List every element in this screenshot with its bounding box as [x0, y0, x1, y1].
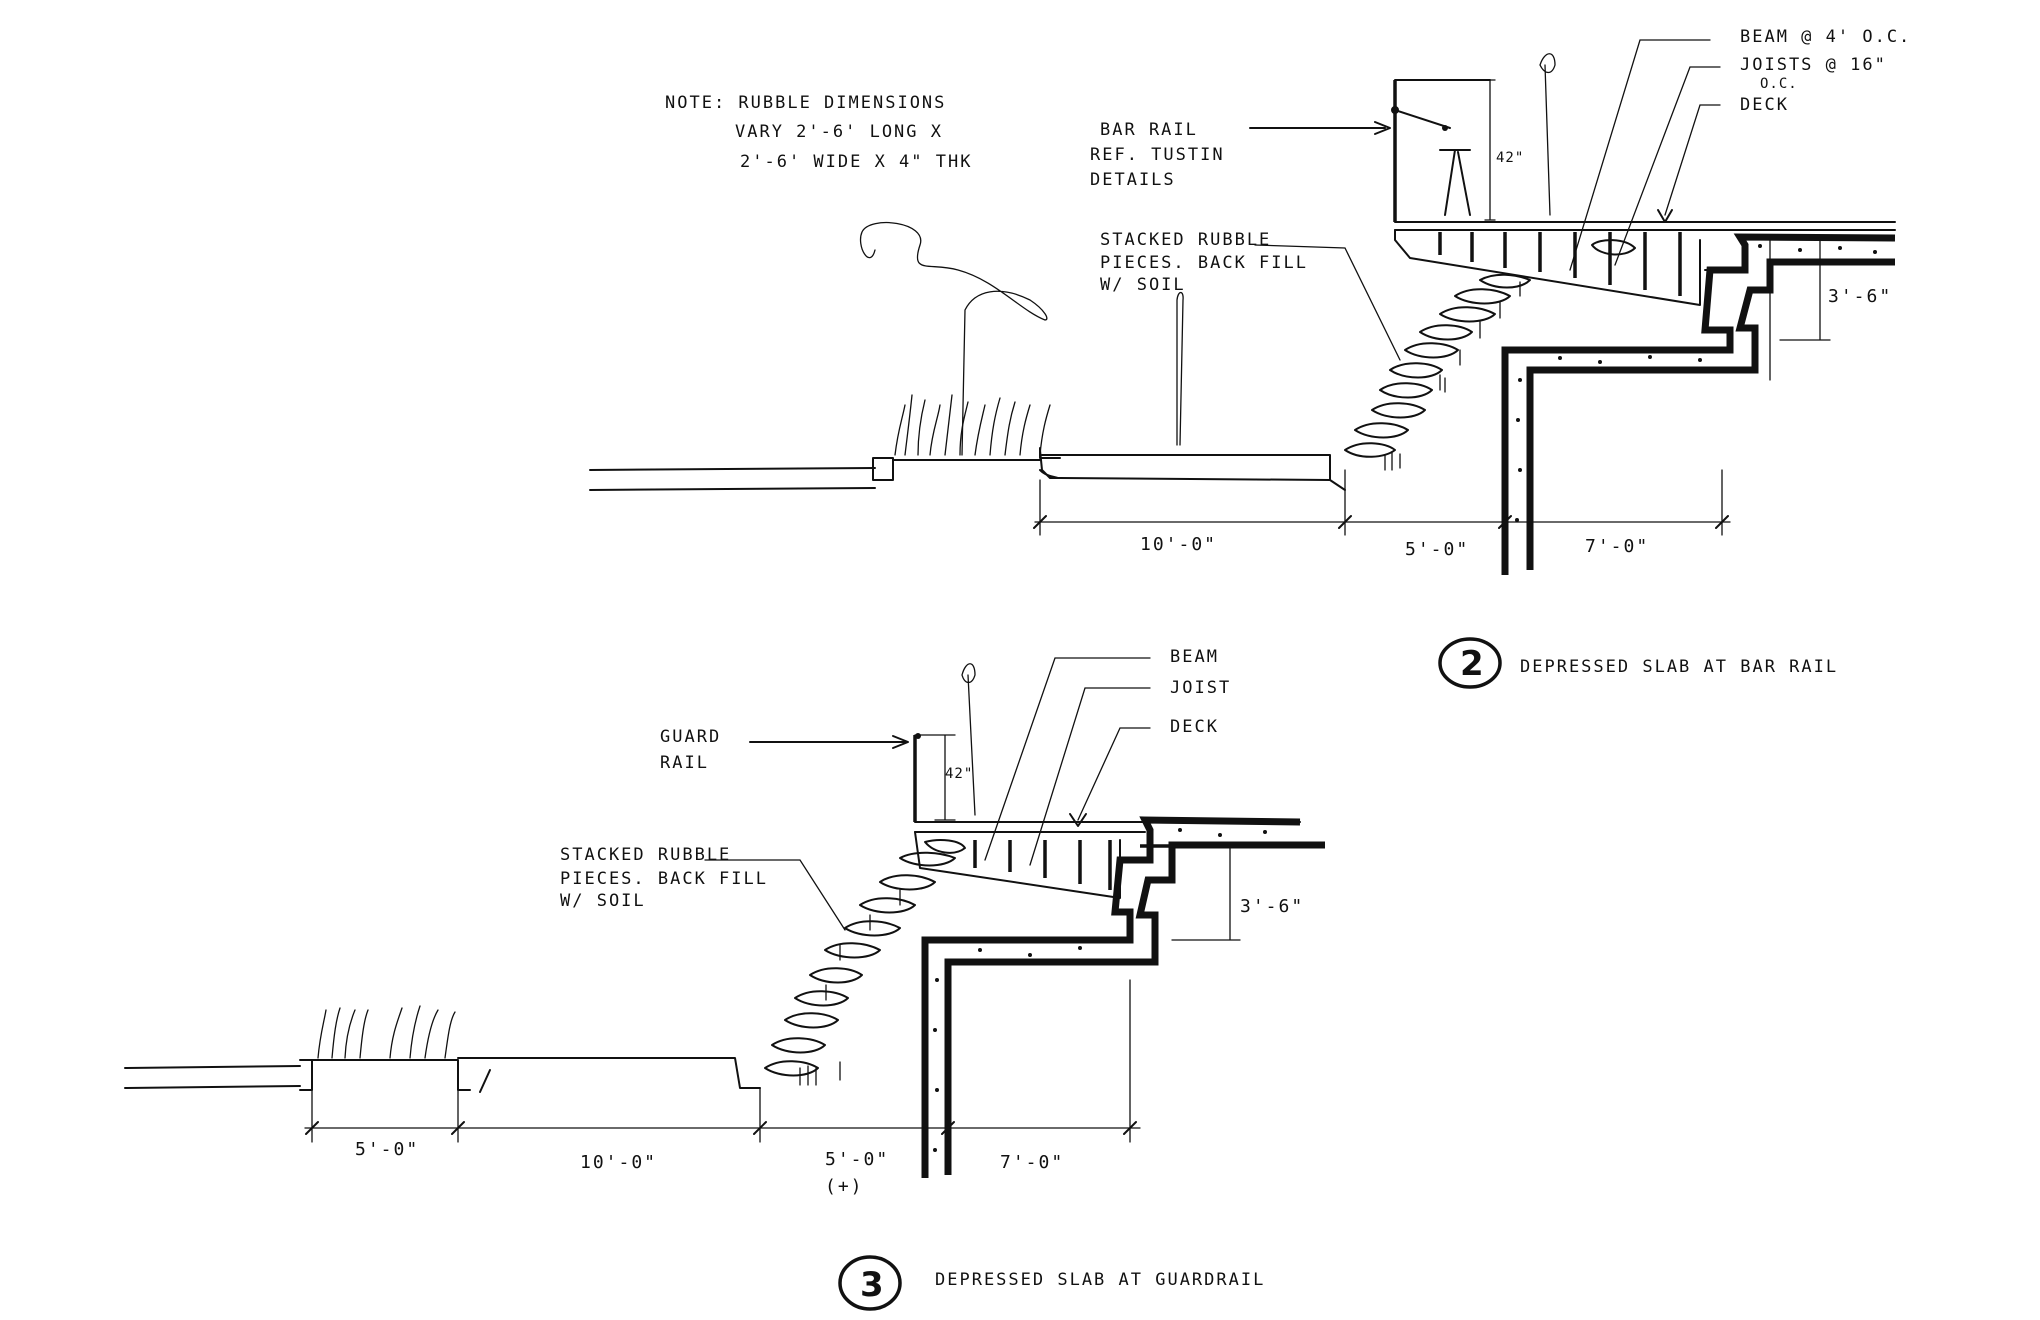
- section-2-number-circle: [1438, 637, 1502, 689]
- section-3-title: DEPRESSED SLAB AT GUARDRAIL: [935, 1270, 1265, 1290]
- rubble-label-3: W/ SOIL: [1100, 275, 1186, 295]
- dim-7ft: 7'-0": [1585, 536, 1649, 557]
- deck-framing-3: [914, 821, 1301, 899]
- joists-label-2: O.C.: [1760, 76, 1798, 92]
- section-3-number: 3: [860, 1265, 884, 1305]
- note-line-2: VARY 2'-6' LONG X: [735, 122, 943, 142]
- deck-framing-2: [1394, 221, 1896, 306]
- bar-rail-2: [1391, 53, 1556, 222]
- section-2-text: NOTE: RUBBLE DIMENSIONS VARY 2'-6' LONG …: [665, 27, 1911, 689]
- dim-10ft-3: 10'-0": [580, 1152, 657, 1173]
- dim-3ft6-3: 3'-6": [1240, 896, 1304, 917]
- section-3-text: GUARD RAIL STACKED RUBBLE PIECES. BACK F…: [355, 647, 1304, 1311]
- guard-height-label: 42": [945, 766, 973, 782]
- section-2-drawing: [589, 39, 1896, 575]
- rubble-label-3-3: W/ SOIL: [560, 891, 646, 911]
- rail-height-label: 42": [1496, 150, 1524, 166]
- bar-rail-label-1: BAR RAIL: [1100, 120, 1198, 140]
- rubble-stack-3: [764, 851, 956, 1086]
- beam-label: BEAM @ 4' O.C.: [1740, 27, 1911, 47]
- dim-10ft: 10'-0": [1140, 534, 1217, 555]
- joists-label-1: JOISTS @ 16": [1740, 55, 1887, 75]
- section-3-number-circle: [838, 1255, 902, 1311]
- leaders-3: [704, 657, 1151, 931]
- dimension-lines-3: [304, 844, 1241, 1143]
- guard-label-1: GUARD: [660, 727, 721, 747]
- rubble-label-3-1: STACKED RUBBLE: [560, 845, 731, 865]
- dim-3ft6: 3'-6": [1828, 286, 1892, 307]
- rubble-stack-2: [1344, 273, 1531, 471]
- guardrail-3: [913, 663, 976, 822]
- dim-5ft-plus: (+): [825, 1176, 864, 1197]
- rubble-label-3-2: PIECES. BACK FILL: [560, 869, 768, 889]
- leaders-2: [1249, 39, 1721, 361]
- beam-label-3: BEAM: [1170, 647, 1219, 667]
- concrete-slab-3: [921, 816, 1325, 1178]
- dim-5ft: 5'-0": [1405, 539, 1469, 560]
- section-2-title: DEPRESSED SLAB AT BAR RAIL: [1520, 657, 1838, 677]
- deck-label: DECK: [1740, 95, 1789, 115]
- dim-5ft-left: 5'-0": [355, 1139, 419, 1160]
- bar-rail-label-2: REF. TUSTIN: [1090, 145, 1225, 165]
- dim-5ft-3: 5'-0": [825, 1149, 889, 1170]
- note-line-1: NOTE: RUBBLE DIMENSIONS: [665, 93, 946, 113]
- dimension-lines-2: [1033, 237, 1831, 536]
- bar-rail-label-3: DETAILS: [1090, 170, 1176, 190]
- joist-label-3: JOIST: [1170, 678, 1231, 698]
- dim-7ft-3: 7'-0": [1000, 1152, 1064, 1173]
- guard-label-2: RAIL: [660, 753, 709, 773]
- section-3-drawing: [124, 657, 1325, 1178]
- section-2-number: 2: [1460, 644, 1484, 684]
- note-line-3: 2'-6' WIDE X 4" THK: [740, 152, 972, 172]
- rubble-label-1: STACKED RUBBLE: [1100, 230, 1271, 250]
- deck-label-3: DECK: [1170, 717, 1219, 737]
- rubble-label-2: PIECES. BACK FILL: [1100, 253, 1308, 273]
